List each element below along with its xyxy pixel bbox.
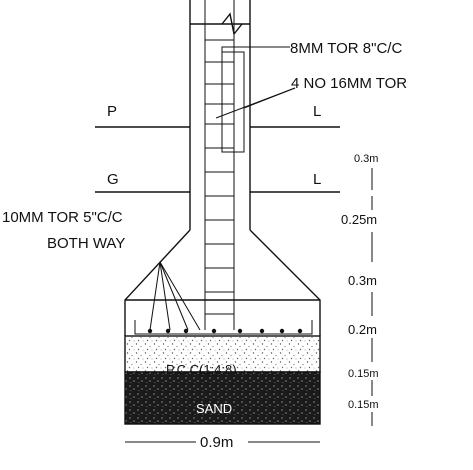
plinth-left-label: P bbox=[107, 103, 117, 120]
footing-outline bbox=[124, 229, 321, 336]
main-bars-label: 4 NO 16MM TOR bbox=[291, 75, 407, 92]
pcc-layer bbox=[124, 335, 321, 373]
dimension-label-1: 0.3m bbox=[354, 153, 378, 165]
dimension-label-3: 0.3m bbox=[348, 273, 377, 288]
sand-label: SAND bbox=[196, 401, 232, 416]
main-bars bbox=[204, 0, 235, 330]
base-bar-leaders bbox=[149, 261, 201, 331]
base-bars-label-line1: 10MM TOR 5"C/C bbox=[2, 209, 123, 226]
plinth-right-label: L bbox=[313, 103, 321, 120]
ground-right-label: L bbox=[313, 171, 321, 188]
break-symbol bbox=[221, 12, 243, 36]
width-label: 0.9m bbox=[200, 434, 233, 451]
dimension-label-2: 0.25m bbox=[341, 212, 377, 227]
sand-layer bbox=[124, 371, 321, 425]
dimension-label-6: 0.15m bbox=[348, 399, 379, 411]
column-ties bbox=[205, 39, 234, 315]
tie-bars-label: 8MM TOR 8"C/C bbox=[290, 40, 402, 57]
base-bars-label-line2: BOTH WAY bbox=[47, 235, 125, 252]
dimension-label-5: 0.15m bbox=[348, 368, 379, 380]
dimension-label-4: 0.2m bbox=[348, 322, 377, 337]
tie-detail-box bbox=[221, 51, 245, 153]
ground-left-label: G bbox=[107, 171, 119, 188]
base-reinforcement bbox=[134, 320, 313, 335]
pcc-label: P.C.C(1:4:8) bbox=[166, 362, 237, 377]
leader-lines bbox=[215, 46, 296, 119]
